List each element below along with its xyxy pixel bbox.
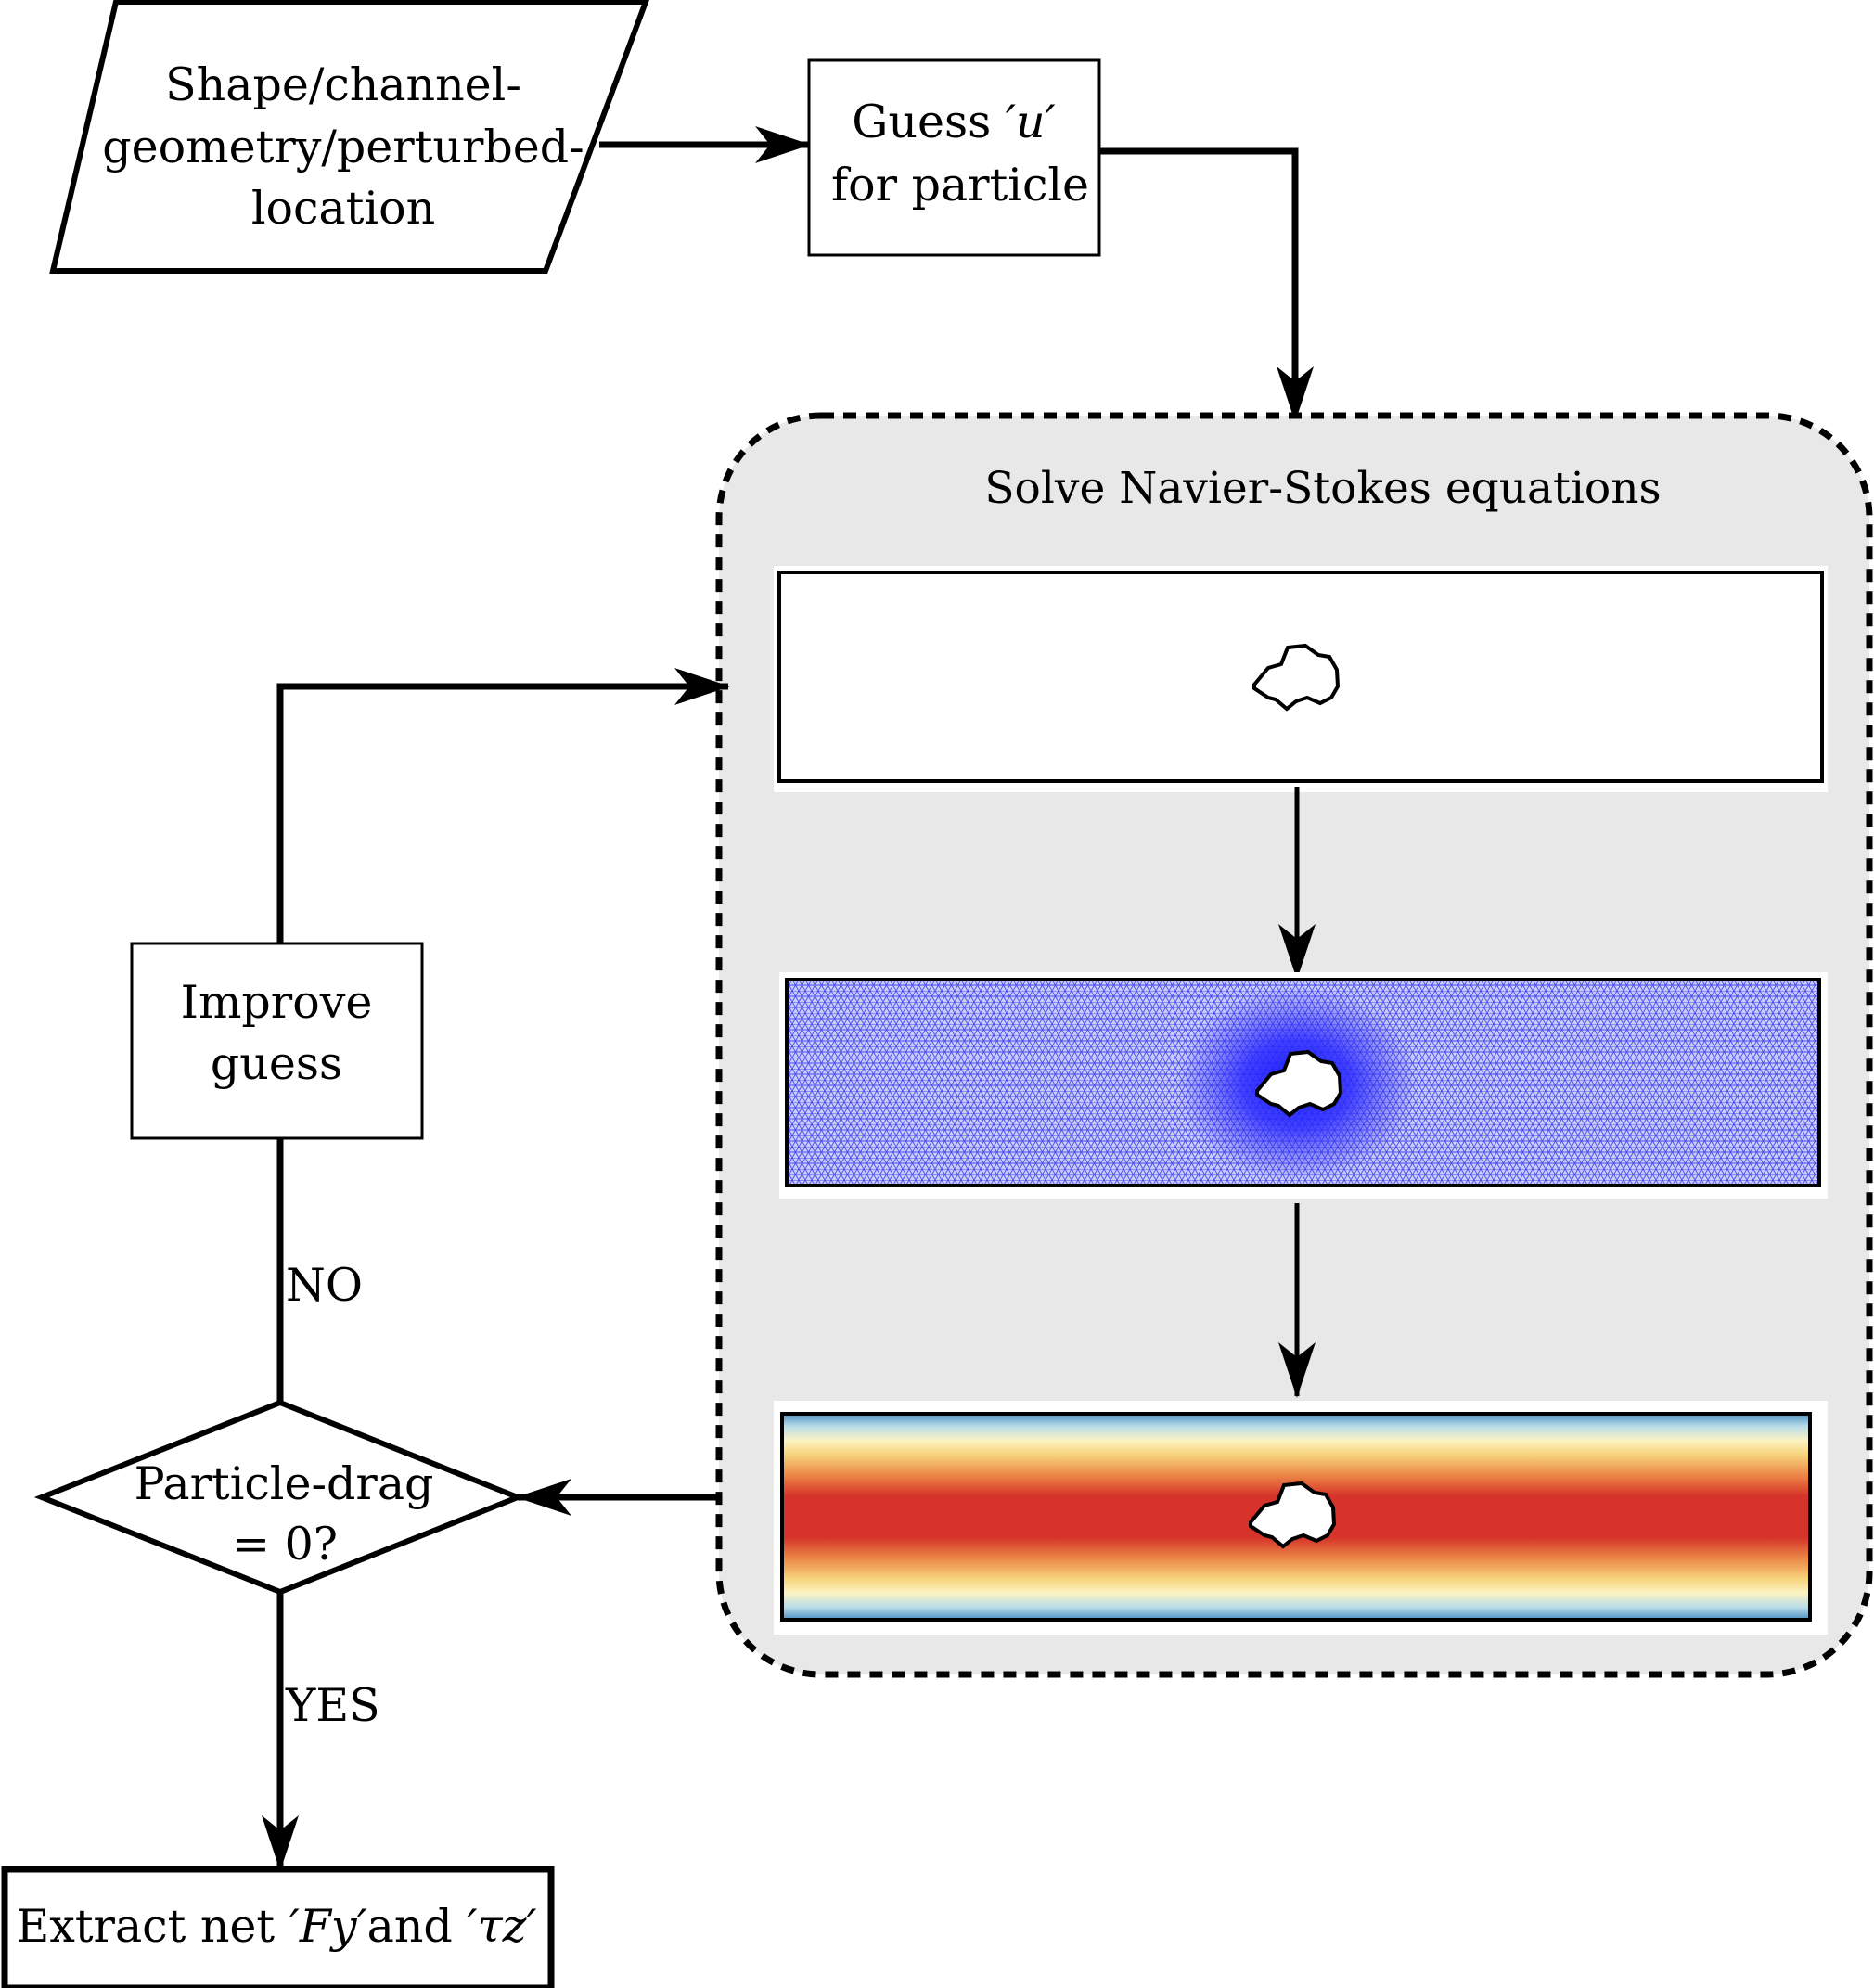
guess-box bbox=[807, 58, 1101, 257]
label-yes: YES bbox=[285, 1679, 380, 1732]
input-line-1: Shape/channel- bbox=[165, 58, 521, 111]
flow-panel bbox=[774, 1401, 1828, 1635]
improve-node: Improve guess bbox=[130, 942, 424, 1140]
output-node: Extract net ′Fy′and ′τz′ bbox=[1, 1866, 555, 1988]
output-prefix: Extract net bbox=[16, 1900, 289, 1953]
mesh-panel bbox=[779, 972, 1828, 1199]
input-parallelogram bbox=[49, 0, 649, 274]
input-line-3: location bbox=[251, 182, 435, 235]
decision-line-1: Particle-drag bbox=[135, 1457, 434, 1510]
improve-line-2: guess bbox=[211, 1037, 342, 1090]
solver-panel: Solve Navier-Stokes equations bbox=[715, 412, 1873, 1678]
guess-line-1: Guess ′u′ bbox=[852, 96, 1055, 148]
output-and: and bbox=[367, 1900, 468, 1953]
arrow-improve-to-solver bbox=[276, 668, 730, 943]
improve-box bbox=[130, 942, 424, 1140]
input-line-2: geometry/perturbed- bbox=[102, 121, 584, 173]
output-fy: ′Fy′ bbox=[289, 1900, 367, 1953]
output-text: Extract net ′Fy′and ′τz′ bbox=[16, 1900, 536, 1953]
output-tau: ′τz′ bbox=[467, 1900, 536, 1953]
guess-symbol: ′u′ bbox=[1006, 96, 1056, 148]
improve-line-1: Improve bbox=[181, 976, 373, 1029]
guess-node: Guess ′u′ for particle bbox=[807, 58, 1101, 257]
input-node: Shape/channel- geometry/perturbed- locat… bbox=[49, 0, 649, 274]
geometry-panel bbox=[774, 566, 1828, 792]
decision-line-2: = 0? bbox=[232, 1518, 338, 1571]
arrow-guess-to-solver bbox=[1099, 147, 1314, 422]
solver-title: Solve Navier-Stokes equations bbox=[984, 463, 1661, 514]
decision-node: Particle-drag = 0? bbox=[33, 1399, 526, 1596]
guess-line-2: for particle bbox=[831, 159, 1089, 212]
label-no: NO bbox=[286, 1259, 363, 1312]
guess-prefix: Guess bbox=[852, 96, 1006, 148]
output-box bbox=[1, 1866, 555, 1988]
